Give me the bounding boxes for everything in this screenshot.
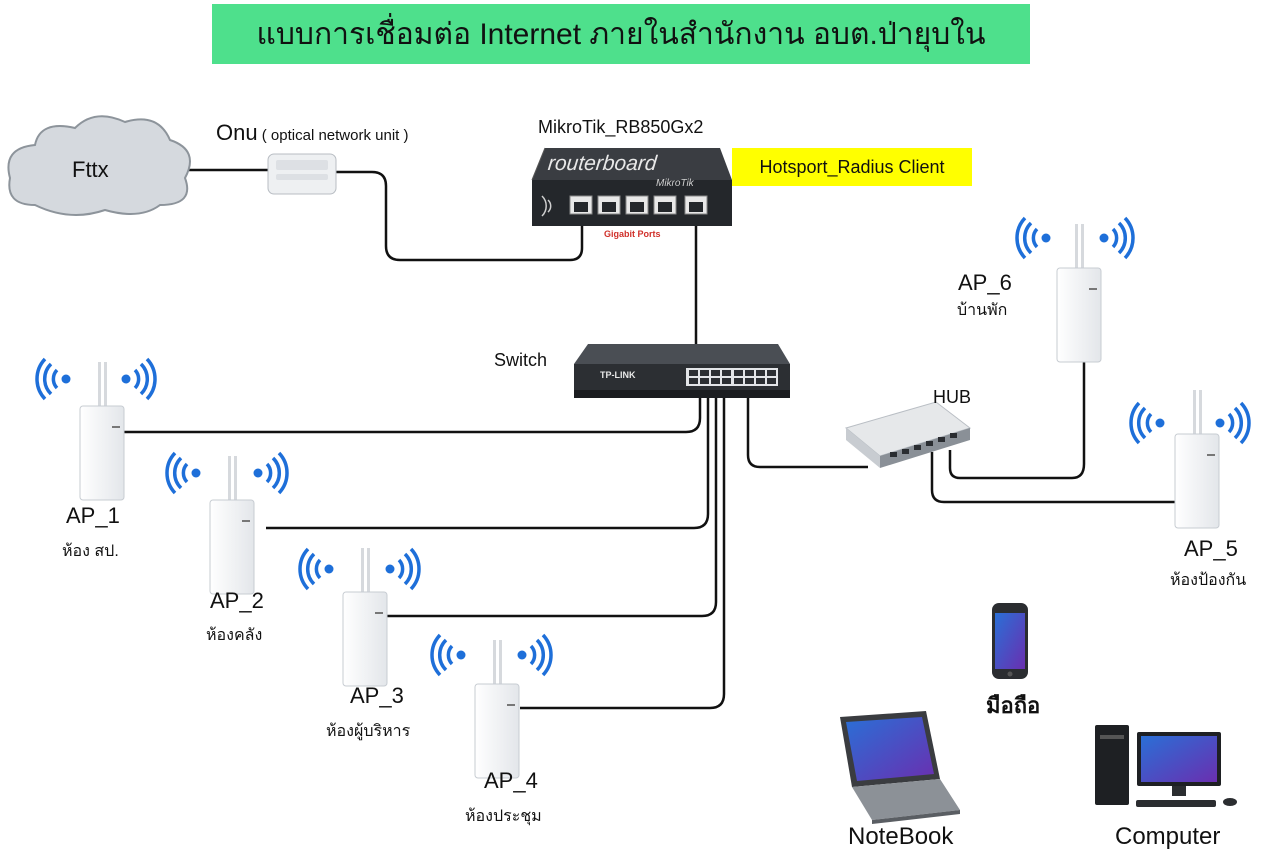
mobile-label: มือถือ bbox=[986, 693, 1041, 718]
ap2-location: ห้องคลัง bbox=[206, 627, 263, 644]
ap6-location: บ้านพัก bbox=[957, 302, 1008, 319]
onu-label: Onu ( optical network unit ) bbox=[216, 120, 409, 146]
router-label: MikroTik_RB850Gx2 bbox=[538, 117, 704, 137]
ap6-id: AP_6 bbox=[958, 270, 1012, 295]
hub-label: HUB bbox=[933, 387, 972, 407]
ap1-device bbox=[79, 361, 125, 501]
ap3-device bbox=[342, 547, 388, 687]
computer-label: Computer bbox=[1115, 823, 1221, 850]
ap5-location: ห้องป้องกัน bbox=[1170, 572, 1247, 589]
ap2-device bbox=[209, 455, 255, 595]
computer-icon bbox=[1095, 725, 1237, 807]
ap5-device bbox=[1174, 389, 1220, 529]
router-sub-brand: MikroTik bbox=[656, 178, 694, 189]
onu-description: ( optical network unit ) bbox=[257, 127, 409, 144]
network-cables bbox=[124, 168, 1176, 710]
onu-name: Onu bbox=[216, 120, 258, 145]
ap6-device bbox=[1056, 223, 1102, 363]
ap4-id: AP_4 bbox=[484, 768, 538, 793]
notebook-icon bbox=[840, 711, 960, 824]
mikrotik-router bbox=[531, 147, 732, 226]
hub-device bbox=[844, 401, 972, 468]
ap2-wifi-icon bbox=[165, 451, 289, 495]
notebook-label: NoteBook bbox=[848, 823, 954, 850]
mobile-phone-icon bbox=[992, 603, 1028, 679]
gigabit-ports-label: Gigabit Ports bbox=[604, 229, 661, 239]
title-banner: แบบการเชื่อมต่อ Internet ภายในสำนักงาน อ… bbox=[212, 4, 1030, 64]
ap4-location: ห้องประชุม bbox=[465, 808, 542, 825]
ap1-wifi-icon bbox=[35, 357, 157, 401]
ap5-id: AP_5 bbox=[1184, 536, 1238, 561]
ap1-location: ห้อง สป. bbox=[62, 543, 119, 560]
ap2-id: AP_2 bbox=[210, 588, 264, 613]
diagram-title: แบบการเชื่อมต่อ Internet ภายในสำนักงาน อ… bbox=[256, 17, 986, 51]
onu-device bbox=[267, 153, 337, 195]
fttx-cloud bbox=[7, 115, 191, 216]
ap3-wifi-icon bbox=[298, 547, 421, 591]
fttx-label: Fttx bbox=[72, 157, 109, 182]
ap1-id: AP_1 bbox=[66, 503, 120, 528]
hotspot-radius-badge: Hotsport_Radius Client bbox=[732, 148, 972, 186]
ap4-wifi-icon bbox=[430, 633, 553, 677]
ap3-location: ห้องผู้บริหาร bbox=[326, 723, 411, 740]
tp-link-switch bbox=[574, 344, 790, 398]
ap3-id: AP_3 bbox=[350, 683, 404, 708]
switch-label: Switch bbox=[494, 350, 548, 370]
router-brand-text: routerboard bbox=[546, 152, 658, 175]
switch-brand: TP-LINK bbox=[600, 370, 636, 380]
ap4-device bbox=[474, 639, 520, 779]
